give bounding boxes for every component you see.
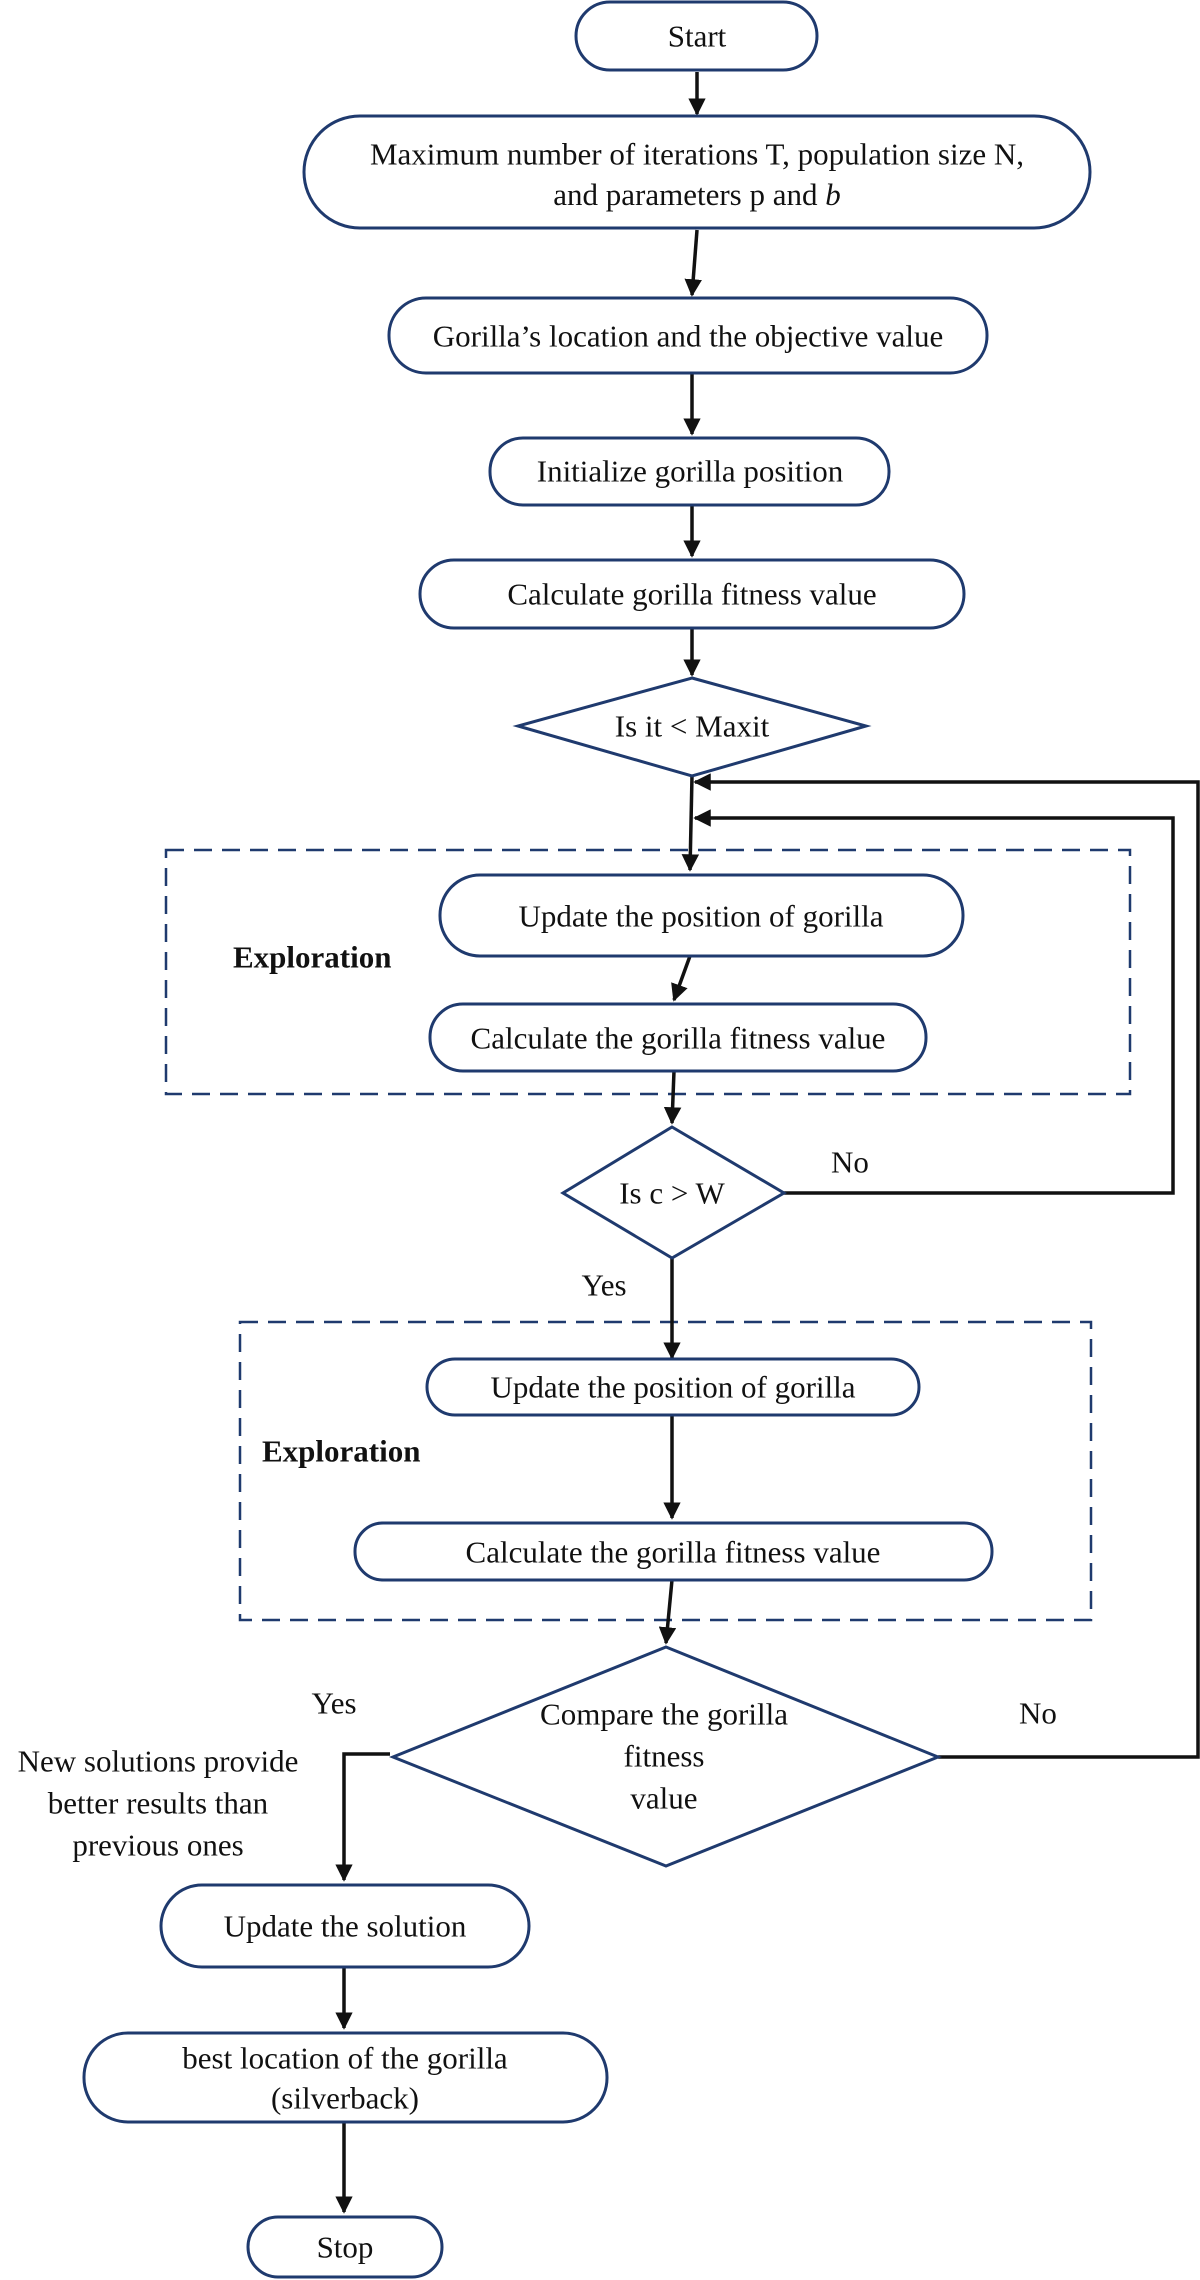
cw-decision: Is c > W xyxy=(560,1125,787,1260)
exploration-group-2 xyxy=(238,1320,1093,1622)
start-node: Start xyxy=(574,0,819,72)
better-results-annotation: New solutions provide better results tha… xyxy=(18,1744,299,1863)
location-objective-node: Gorilla’s location and the objective val… xyxy=(387,296,989,375)
compare-line-1: Compare the gorilla xyxy=(540,1697,788,1732)
edge-calc1-cw xyxy=(663,1070,682,1125)
edge-params-location xyxy=(684,229,702,297)
cw-no-label: No xyxy=(831,1145,869,1180)
best-location-line-2: (silverback) xyxy=(271,2081,419,2116)
calc-gorilla-fitness-node-2: Calculate the gorilla fitness value xyxy=(353,1521,994,1582)
edge-compare-no-loop xyxy=(693,773,1200,1759)
stop-label: Stop xyxy=(317,2230,374,2265)
calc-gorilla-fitness-label-2: Calculate the gorilla fitness value xyxy=(466,1535,881,1570)
compare-no-label: No xyxy=(1019,1696,1057,1731)
edge-maxit-update1 xyxy=(681,775,700,872)
calc-fitness-label: Calculate gorilla fitness value xyxy=(507,577,876,612)
update-position-label-2: Update the position of gorilla xyxy=(490,1370,855,1405)
best-location-node: best location of the gorilla (silverback… xyxy=(82,2031,609,2124)
update-solution-label: Update the solution xyxy=(224,1909,467,1944)
cw-yes-label: Yes xyxy=(581,1268,626,1303)
compare-line-2: fitness xyxy=(624,1739,705,1774)
best-location-line-1: best location of the gorilla xyxy=(182,2041,508,2076)
compare-decision: Compare the gorilla fitness value xyxy=(388,1645,943,1868)
update-position-label-1: Update the position of gorilla xyxy=(518,899,883,934)
initialize-node: Initialize gorilla position xyxy=(488,436,891,507)
parameters-line-2: and parameters p and b xyxy=(553,177,841,212)
stop-node: Stop xyxy=(246,2215,444,2279)
calc-fitness-node: Calculate gorilla fitness value xyxy=(418,558,966,630)
better-line-3: previous ones xyxy=(72,1828,243,1863)
edge-update1-calc1 xyxy=(671,955,692,1002)
parameters-line-1: Maximum number of iterations T, populati… xyxy=(370,137,1024,172)
location-objective-label: Gorilla’s location and the objective val… xyxy=(433,319,943,354)
exploration-label-2: Exploration xyxy=(262,1434,420,1469)
exploration-label-1: Exploration xyxy=(233,940,391,975)
compare-yes-label: Yes xyxy=(311,1686,356,1721)
initialize-label: Initialize gorilla position xyxy=(537,454,844,489)
start-label: Start xyxy=(668,19,727,54)
parameters-node: Maximum number of iterations T, populati… xyxy=(302,114,1092,230)
calc-gorilla-fitness-node-1: Calculate the gorilla fitness value xyxy=(428,1002,928,1073)
maxit-label: Is it < Maxit xyxy=(615,709,770,744)
better-line-2: better results than xyxy=(48,1786,269,1821)
compare-line-3: value xyxy=(630,1781,697,1816)
edge-cw-no-loop xyxy=(693,809,1175,1195)
exploration-group-1 xyxy=(164,848,1132,1096)
edge-calc2-compare xyxy=(658,1579,677,1645)
maxit-decision: Is it < Maxit xyxy=(512,676,872,778)
better-line-1: New solutions provide xyxy=(18,1744,299,1779)
edge-compare-yes xyxy=(335,1752,390,1882)
flowchart-edges xyxy=(335,72,1200,2214)
calc-gorilla-fitness-label-1: Calculate the gorilla fitness value xyxy=(471,1021,886,1056)
cw-label: Is c > W xyxy=(619,1176,725,1211)
update-solution-node: Update the solution xyxy=(159,1883,531,1969)
update-position-node-2: Update the position of gorilla xyxy=(425,1357,921,1417)
update-position-node-1: Update the position of gorilla xyxy=(438,873,965,958)
